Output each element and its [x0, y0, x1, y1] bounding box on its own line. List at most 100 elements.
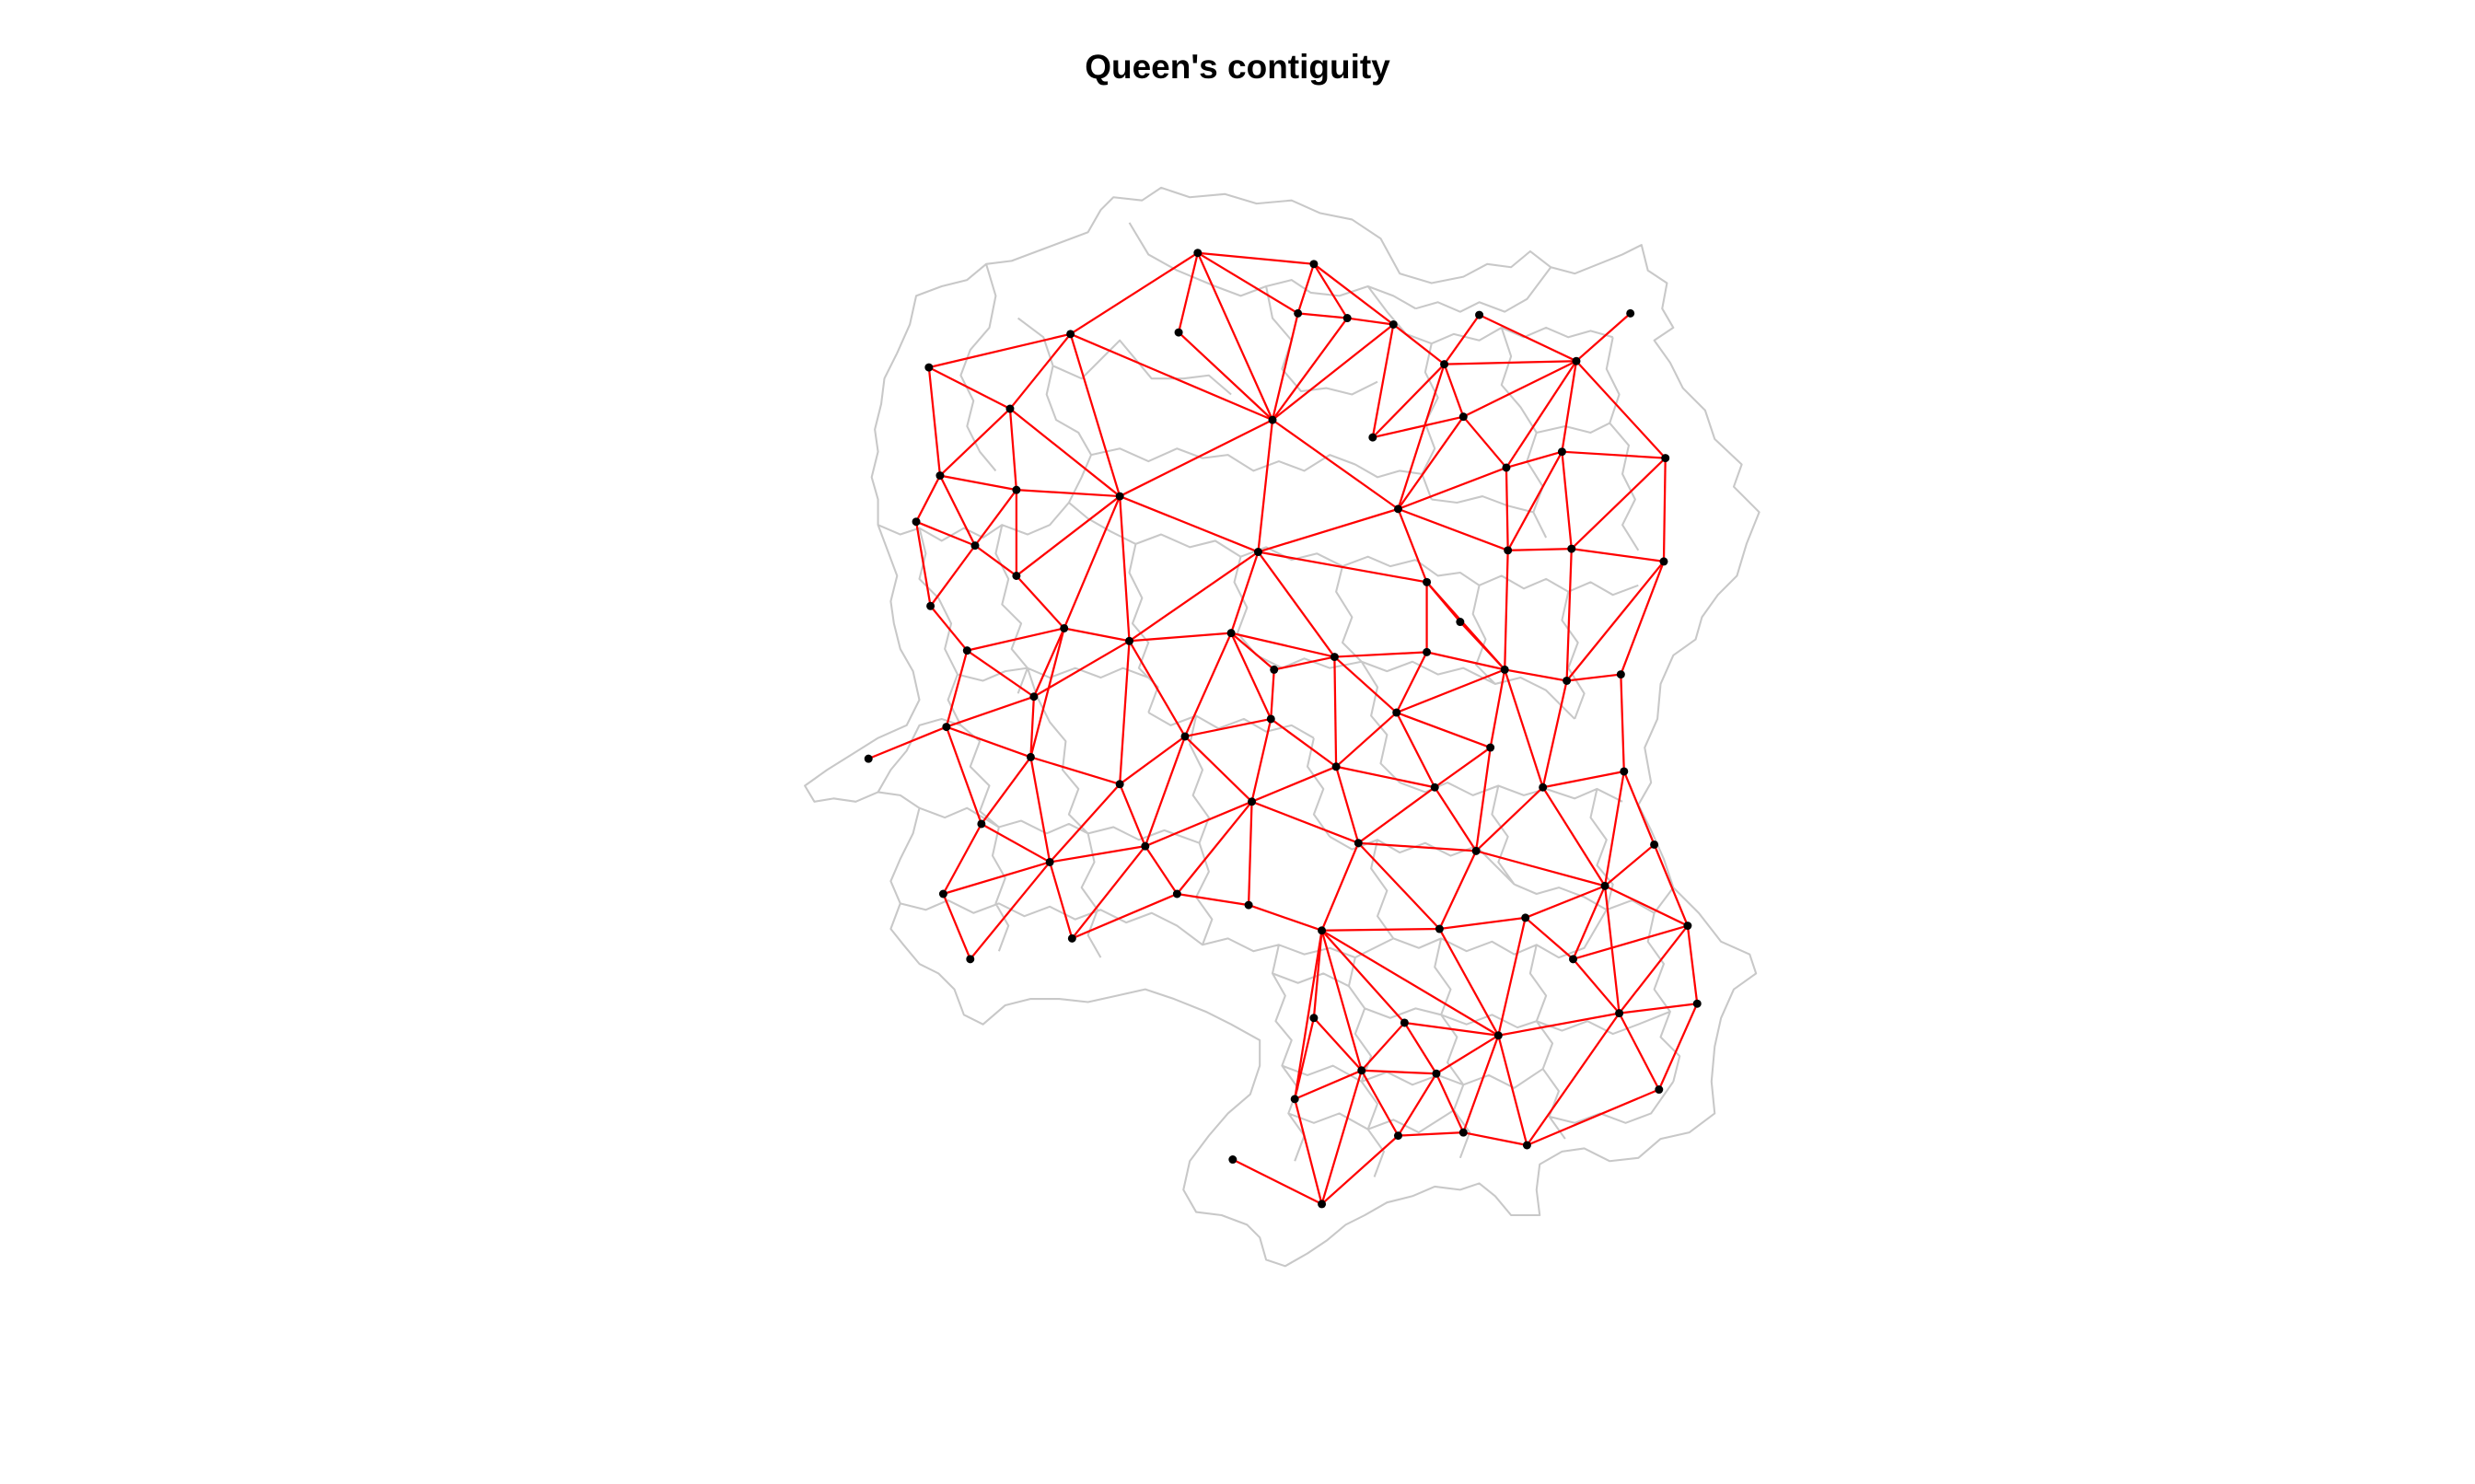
contiguity-edge	[981, 822, 1051, 864]
contiguity-edge	[1016, 574, 1065, 630]
contiguity-edge	[1119, 495, 1131, 642]
centroid-point	[1683, 922, 1692, 931]
contiguity-edge	[1435, 1072, 1465, 1133]
centroid-point	[1572, 356, 1581, 365]
contiguity-edge	[915, 475, 941, 523]
contiguity-edge	[1178, 331, 1273, 421]
contiguity-edge	[1604, 885, 1689, 927]
contiguity-edge	[1562, 450, 1666, 459]
contiguity-edge	[1273, 655, 1335, 671]
centroid-point	[1005, 404, 1015, 413]
contiguity-edge	[1128, 640, 1186, 737]
contiguity-edge	[1335, 766, 1360, 844]
contiguity-edge	[1347, 317, 1394, 326]
contiguity-edge	[1320, 929, 1499, 1037]
contiguity-edge	[1541, 786, 1607, 887]
contiguity-edge	[1119, 736, 1186, 785]
contiguity-edge	[1434, 747, 1492, 789]
contiguity-edge	[1392, 323, 1446, 365]
contiguity-edge	[1603, 771, 1625, 887]
centroid-point	[1268, 415, 1277, 424]
centroid-point	[1248, 797, 1257, 806]
contiguity-edge	[1197, 251, 1315, 265]
centroid-point	[938, 889, 947, 899]
centroid-point	[1253, 548, 1262, 557]
centroid-point	[942, 723, 951, 732]
contiguity-edge	[1371, 324, 1395, 438]
contiguity-edge	[1335, 712, 1398, 768]
centroid-point	[1294, 308, 1303, 318]
contiguity-edge	[1565, 561, 1665, 682]
centroid-point	[1504, 546, 1513, 555]
contiguity-edge	[1230, 632, 1335, 658]
contiguity-edge	[1129, 632, 1232, 643]
contiguity-edge	[1372, 415, 1464, 439]
centroid-point	[1400, 1018, 1409, 1027]
centroid-point	[1012, 485, 1021, 494]
contiguity-edge	[1029, 757, 1052, 863]
contiguity-edge	[1526, 1012, 1621, 1146]
contiguity-edge	[1016, 495, 1121, 577]
contiguity-edge	[1566, 673, 1621, 682]
contiguity-edge	[1177, 252, 1199, 333]
contiguity-edge	[929, 605, 969, 652]
centroid-point	[1060, 623, 1069, 632]
contiguity-edge	[1257, 420, 1274, 552]
contiguity-edge	[1507, 547, 1572, 551]
contiguity-edge	[1397, 364, 1446, 510]
contiguity-edge	[1009, 333, 1072, 410]
contiguity-edge	[1570, 457, 1667, 550]
centroid-point	[1423, 577, 1432, 586]
contiguity-edge	[1497, 1035, 1528, 1146]
contiguity-edge	[1396, 711, 1492, 749]
contiguity-edge	[1439, 916, 1526, 931]
centroid-point	[924, 363, 934, 372]
contiguity-edge	[1333, 655, 1398, 713]
contiguity-edge	[974, 544, 1017, 577]
centroid-point	[1026, 752, 1035, 761]
contiguity-edge	[1498, 1012, 1620, 1037]
contiguity-edge	[1251, 800, 1359, 844]
centroid-point	[1012, 571, 1021, 580]
contiguity-edge	[1662, 458, 1667, 562]
contiguity-edge	[1119, 495, 1259, 553]
contiguity-edge	[938, 475, 976, 547]
contiguity-edge	[946, 695, 1035, 728]
contiguity-edge	[945, 726, 982, 825]
contiguity-edge	[1443, 314, 1481, 365]
contiguity-edge	[1177, 892, 1249, 907]
centroid-point	[1458, 1128, 1468, 1137]
contiguity-edge	[1069, 333, 1121, 497]
contiguity-edge	[1565, 549, 1573, 681]
contiguity-edge	[1272, 419, 1400, 510]
contiguity-edge	[1196, 252, 1274, 421]
region-centroids	[864, 249, 1702, 1209]
contiguity-edge	[1270, 669, 1275, 720]
contiguity-edge	[1489, 669, 1506, 748]
contiguity-edge	[1248, 904, 1322, 932]
contiguity-edge	[1397, 1072, 1437, 1137]
centroid-point	[962, 646, 971, 655]
centroid-point	[1270, 665, 1279, 674]
contiguity-edge	[929, 544, 976, 607]
contiguity-edge	[1016, 489, 1121, 498]
contiguity-edge	[1049, 783, 1121, 864]
contiguity-edge	[1294, 1069, 1363, 1100]
centroid-point	[1180, 732, 1190, 741]
contiguity-edge	[1397, 508, 1428, 583]
contiguity-edge	[1313, 262, 1394, 326]
centroid-point	[977, 819, 986, 829]
centroid-point	[926, 601, 935, 610]
centroid-point	[970, 541, 980, 551]
centroid-point	[1228, 1155, 1238, 1165]
contiguity-edge	[1250, 718, 1272, 803]
contiguity-edge	[942, 823, 982, 895]
centroid-point	[1500, 665, 1509, 674]
contiguity-edge	[1434, 786, 1478, 852]
contiguity-edge	[1657, 1003, 1699, 1090]
contiguity-edge	[1479, 314, 1577, 363]
centroid-point	[1392, 708, 1401, 717]
centroid-point	[1616, 670, 1625, 679]
centroid-point	[1244, 900, 1253, 910]
contiguity-edge	[969, 861, 1052, 960]
